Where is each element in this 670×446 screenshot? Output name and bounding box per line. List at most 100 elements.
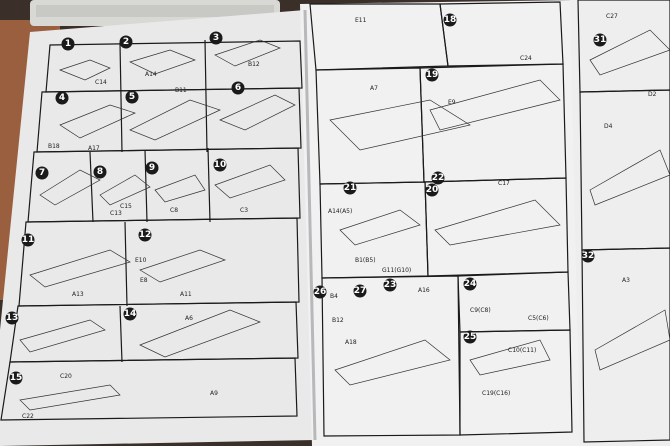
left-step-number: 6 bbox=[235, 83, 241, 93]
left-step-badge bbox=[55, 91, 69, 105]
model-part-sketch bbox=[39, 169, 101, 206]
model-part-sketch bbox=[594, 309, 670, 371]
left-step-badge bbox=[213, 158, 227, 172]
model-part-sketch bbox=[329, 99, 471, 151]
left-panel-divider bbox=[119, 305, 123, 363]
far-right-panel bbox=[581, 247, 670, 443]
right-part-label: A16 bbox=[418, 287, 430, 294]
far-right-part-label: D4 bbox=[604, 123, 613, 130]
left-part-label: A17 bbox=[88, 145, 100, 152]
right-step-badge bbox=[431, 171, 445, 185]
left-step-number: 1 bbox=[65, 39, 71, 49]
model-part-sketch bbox=[219, 94, 296, 131]
spine-shadow bbox=[303, 9, 317, 441]
left-panel-row bbox=[0, 357, 298, 421]
left-panel-divider bbox=[119, 42, 123, 153]
left-step-number: 12 bbox=[139, 230, 152, 240]
model-part-sketch bbox=[129, 99, 221, 141]
left-part-label: B11 bbox=[175, 87, 187, 94]
left-step-badge bbox=[123, 307, 137, 321]
right-step-badge bbox=[383, 278, 397, 292]
left-panel-row bbox=[36, 87, 302, 153]
left-step-badge bbox=[9, 371, 23, 385]
right-step-number: 21 bbox=[344, 183, 357, 193]
model-part-drawings bbox=[19, 29, 670, 411]
left-part-label: A11 bbox=[180, 291, 192, 298]
left-part-label: C13 bbox=[110, 210, 122, 217]
right-part-label: C17 bbox=[498, 180, 510, 187]
far-right-part-label: A3 bbox=[622, 277, 630, 284]
left-step-badge bbox=[93, 165, 107, 179]
keyboard-keys bbox=[36, 5, 274, 17]
left-part-label: E10 bbox=[135, 257, 147, 264]
left-step-badge bbox=[35, 166, 49, 180]
model-part-sketch bbox=[139, 249, 227, 283]
right-step-badge bbox=[425, 183, 439, 197]
left-step-badge bbox=[231, 81, 245, 95]
model-part-sketch bbox=[58, 59, 111, 81]
model-part-sketch bbox=[154, 174, 206, 203]
left-step-number: 11 bbox=[22, 235, 35, 245]
model-part-sketch bbox=[429, 79, 561, 131]
right-part-label: A14(A5) bbox=[328, 208, 352, 215]
far-right-page-grid bbox=[577, 0, 670, 443]
right-part-label: C9(C8) bbox=[470, 307, 491, 314]
left-step-badge bbox=[125, 90, 139, 104]
right-step-number: 23 bbox=[384, 280, 397, 290]
left-step-number: 13 bbox=[6, 313, 19, 323]
left-step-badge bbox=[138, 228, 152, 242]
model-part-sketch bbox=[29, 249, 131, 288]
left-page bbox=[0, 10, 315, 446]
model-part-sketch bbox=[589, 29, 670, 76]
far-right-step-number: 31 bbox=[594, 35, 607, 45]
left-part-label: E8 bbox=[140, 277, 148, 284]
right-step-badge bbox=[463, 277, 477, 291]
left-step-number: 3 bbox=[213, 33, 219, 43]
model-part-sketch bbox=[19, 384, 121, 411]
model-part-sketch bbox=[99, 174, 151, 206]
right-step-badge bbox=[343, 181, 357, 195]
model-part-sketch bbox=[19, 319, 106, 353]
right-part-label: G11(G10) bbox=[382, 267, 411, 274]
right-step-number: 25 bbox=[464, 332, 477, 342]
right-step-badge bbox=[353, 284, 367, 298]
model-part-sketch bbox=[59, 104, 136, 139]
left-step-number: 9 bbox=[149, 163, 155, 173]
left-part-label: A13 bbox=[72, 291, 84, 298]
left-part-label: A9 bbox=[210, 390, 218, 397]
left-part-label: B12 bbox=[248, 61, 260, 68]
left-panel-divider bbox=[144, 149, 148, 223]
far-right-step-badge bbox=[581, 249, 595, 263]
model-part-sketch bbox=[214, 39, 281, 67]
far-right-step-badge bbox=[593, 33, 607, 47]
far-right-part-label: C27 bbox=[606, 13, 618, 20]
model-part-sketch bbox=[469, 339, 551, 376]
left-step-number: 8 bbox=[97, 167, 103, 177]
right-part-label: B1(B5) bbox=[355, 257, 376, 264]
left-part-label: A6 bbox=[185, 315, 193, 322]
left-part-label: C15 bbox=[120, 203, 132, 210]
left-step-badge bbox=[61, 37, 75, 51]
far-right-page bbox=[570, 0, 670, 446]
far-right-step-number: 32 bbox=[582, 251, 595, 261]
right-step-number: 19 bbox=[426, 70, 439, 80]
left-step-badge bbox=[145, 161, 159, 175]
model-part-sketch bbox=[129, 49, 196, 75]
left-step-number: 15 bbox=[10, 373, 23, 383]
right-step-number: 20 bbox=[426, 185, 439, 195]
right-part-label: A18 bbox=[345, 339, 357, 346]
left-step-number: 7 bbox=[39, 168, 45, 178]
left-part-label: A14 bbox=[145, 71, 157, 78]
left-panel-row bbox=[18, 217, 300, 307]
right-part-label: C10(C11) bbox=[508, 347, 536, 354]
left-step-badge bbox=[119, 35, 133, 49]
right-step-number: 26 bbox=[314, 287, 327, 297]
far-right-part-label: D2 bbox=[648, 91, 657, 98]
right-step-badge bbox=[463, 330, 477, 344]
right-panel bbox=[459, 329, 573, 436]
right-part-label: C24 bbox=[520, 55, 532, 62]
left-panel-divider bbox=[204, 39, 208, 153]
right-step-badge bbox=[425, 68, 439, 82]
